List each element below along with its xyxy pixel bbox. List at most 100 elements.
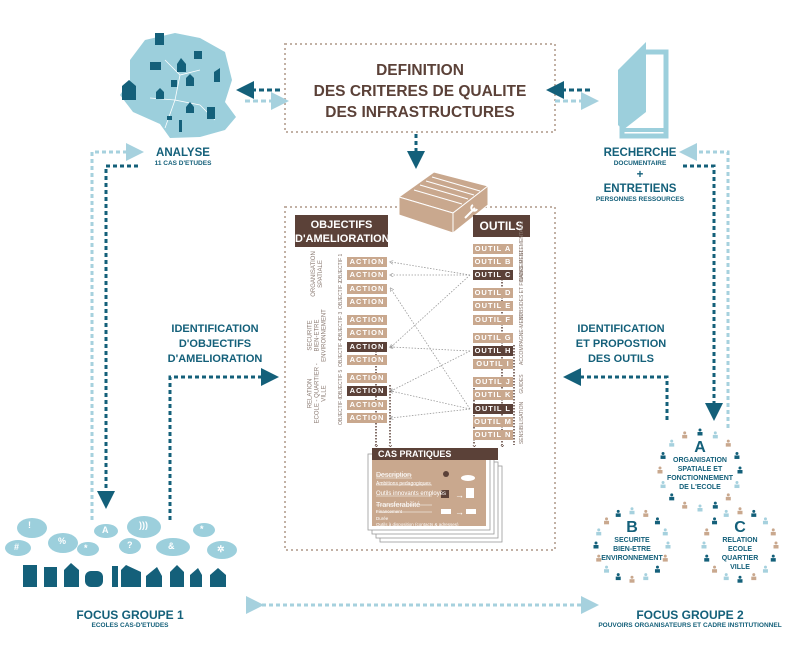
link-line (391, 274, 471, 347)
outil-item: OUTIL D (473, 288, 513, 298)
cas-pratiques-header: CAS PRATIQUES (372, 448, 498, 460)
circle-line: BIEN-ETRE (613, 546, 651, 553)
action-item: ACTION 3 (347, 284, 387, 303)
outil-item: OUTIL G (473, 333, 513, 343)
person-icon (615, 509, 621, 517)
laptop-icon (466, 488, 474, 498)
focus-group-2-people (593, 428, 779, 583)
svg-text:⌄: ⌄ (471, 440, 478, 449)
outil-item: OUTIL L (473, 404, 513, 414)
outil-item: OUTIL C (473, 270, 513, 280)
person-icon (712, 565, 718, 573)
person-icon (737, 575, 743, 583)
book-icon (618, 42, 669, 139)
person-icon (660, 481, 666, 489)
person-icon (751, 573, 757, 581)
person-icon (712, 501, 718, 509)
person-icon (662, 528, 668, 536)
person-icon (660, 451, 666, 459)
link-line (391, 347, 471, 352)
recherche-label: RECHERCHE DOCUMENTAIRE + ENTRETIENS PERS… (595, 147, 685, 203)
outils-header: OUTILS (473, 215, 530, 237)
circle-line: RELATION (722, 537, 758, 544)
focus-groupe-1-label: FOCUS GROUPE 1 ECOLES CAS-D'ETUDES (76, 608, 184, 629)
bubble-symbol: % (58, 536, 67, 546)
person-icon (723, 509, 729, 517)
group-label-line: BIEN-ETRE (314, 319, 321, 352)
circle-line: SECURITE (614, 537, 650, 544)
block-icon (441, 509, 451, 514)
person-icon (643, 509, 649, 517)
link-line (391, 408, 471, 418)
person-icon (712, 517, 718, 525)
bubble-symbol: & (168, 541, 175, 551)
outil-item: OUTIL F (473, 315, 513, 325)
bubble-symbol: * (84, 543, 88, 553)
outil-item: OUTIL K (473, 390, 513, 400)
person-icon (725, 439, 731, 447)
bubble-symbol: ? (127, 540, 133, 550)
group-label-line: RELATION (307, 378, 314, 409)
outil-item: OUTIL E (473, 301, 513, 311)
person-icon (604, 517, 610, 525)
person-icon (615, 573, 621, 581)
outil-category-label: ACCOMPAGNE-MENT (519, 313, 525, 365)
person-icon (682, 431, 688, 439)
cas-pratiques-line: Description (376, 472, 412, 479)
person-icon (629, 575, 635, 583)
toolbox-icon (397, 171, 490, 235)
action-item: ACTION 4 (347, 297, 387, 316)
action-item: ACTION 1 (347, 257, 387, 276)
person-icon (751, 509, 757, 517)
focus-groupe-2-label: FOCUS GROUPE 2 POUVOIRS ORGANISATEURS ET… (598, 608, 782, 629)
action-item: ACTION 7 (347, 342, 387, 361)
speech-bubble (77, 542, 99, 556)
circle-letter: B (626, 519, 638, 536)
person-icon (604, 565, 610, 573)
group-label-line: SPATIALE (318, 260, 324, 288)
circle-line: VILLE (730, 564, 750, 571)
circle-letter: C (734, 519, 746, 536)
cas-pratiques-line: Outils innovants employés (376, 491, 447, 497)
person-icon (734, 451, 740, 459)
link-line (391, 391, 471, 410)
action-item: ACTION 12 (347, 413, 387, 432)
outil-item: OUTIL M (473, 417, 513, 427)
cas-pratiques-line: Ambitions pedagogiques (376, 481, 431, 487)
action-item: ACTION 8 (347, 355, 387, 374)
person-icon (593, 541, 599, 549)
outil-item: OUTIL J (473, 377, 513, 387)
person-icon (704, 554, 710, 562)
person-icon (704, 528, 710, 536)
person-icon (629, 507, 635, 515)
group-label-line: ENVIRONNEMENT (321, 309, 328, 362)
person-icon (734, 481, 740, 489)
tool-icon (441, 490, 449, 498)
svg-text:→: → (455, 507, 464, 517)
objectif-label: OBJECTIF 6 (338, 396, 344, 425)
action-outil-links (391, 262, 471, 418)
identification-objectifs-label: IDENTIFICATION D'OBJECTIFS D'AMELIORATIO… (167, 323, 263, 365)
person-icon (654, 517, 660, 525)
speech-bubble (156, 538, 190, 556)
person-icon (669, 439, 675, 447)
circle-line: SPATIALE ET (677, 466, 723, 473)
person-icon (770, 528, 776, 536)
person-icon (657, 466, 663, 474)
person-icon (669, 493, 675, 501)
person-icon (697, 428, 703, 436)
circle-line: QUARTIER (721, 555, 759, 562)
svg-text:⌄: ⌄ (387, 440, 394, 449)
circle-line: ENVIRONNEMENT (601, 555, 663, 562)
person-icon (665, 541, 671, 549)
person-icon (682, 501, 688, 509)
speech-bubble (5, 540, 31, 556)
definition-frame (284, 43, 556, 133)
people-icon (443, 471, 449, 477)
bubble-symbol: A (102, 525, 109, 535)
